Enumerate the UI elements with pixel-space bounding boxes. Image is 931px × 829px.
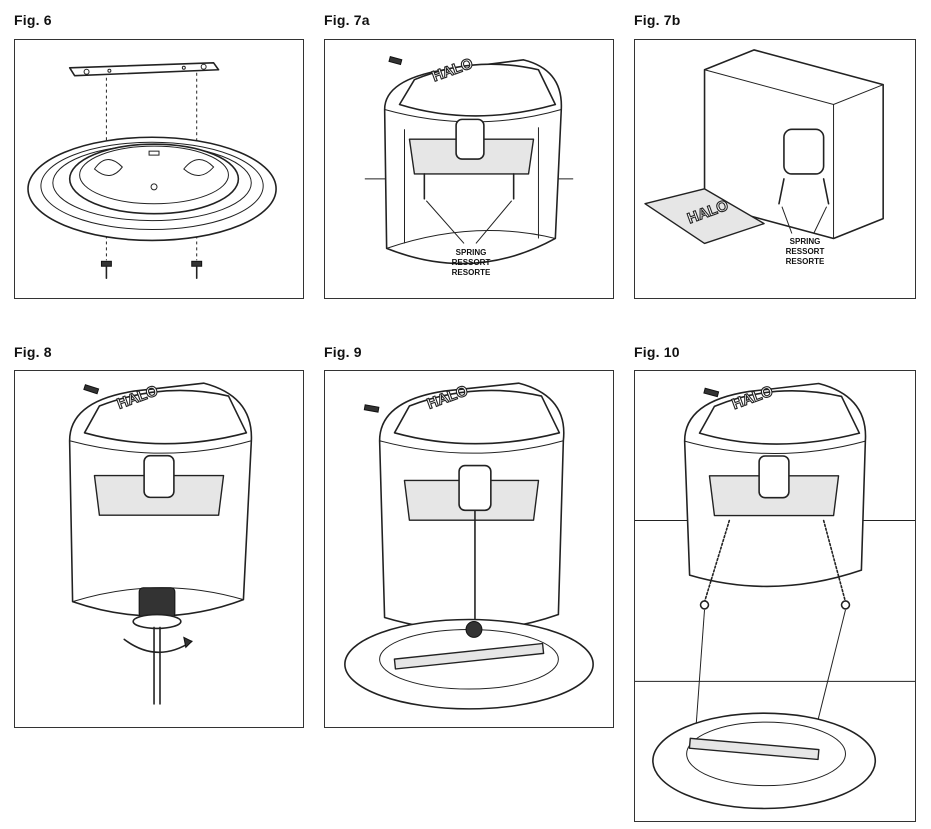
- fig-7a-panel: HALO SPRING RESSORT RESORTE: [324, 39, 614, 299]
- fig-10-illustration: HALO: [635, 382, 915, 810]
- fig-8-illustration: HALO: [68, 382, 253, 705]
- fig-7a-spring-callout: SPRING RESSORT RESORTE: [441, 248, 501, 278]
- fig-7a-illustration: HALO: [364, 55, 574, 265]
- fig-9-panel: HALO: [324, 370, 614, 728]
- fig-7b-label: Fig. 7b: [634, 12, 681, 28]
- fig-7b-spring-callout: SPRING RESSORT RESORTE: [775, 237, 835, 267]
- fig-10-label: Fig. 10: [634, 344, 680, 360]
- fig-6-label: Fig. 6: [14, 12, 52, 28]
- fig-6-illustration: [27, 62, 277, 279]
- fig-9-illustration: HALO: [344, 382, 594, 710]
- fig-9-label: Fig. 9: [324, 344, 362, 360]
- fig-7b-callout-es: RESORTE: [785, 257, 825, 266]
- fig-6-panel: [14, 39, 304, 299]
- fig-7b-callout-en: SPRING: [789, 237, 821, 246]
- fig-7b-panel: HALO SPRING RESSORT RESORTE: [634, 39, 916, 299]
- fig-7b-illustration: HALO: [644, 49, 884, 245]
- fig-7a-callout-es: RESORTE: [451, 268, 491, 277]
- fig-7a-callout-fr: RESSORT: [451, 258, 491, 267]
- fig-8-label: Fig. 8: [14, 344, 52, 360]
- fig-10-panel: HALO: [634, 370, 916, 822]
- fig-7a-callout-en: SPRING: [455, 248, 487, 257]
- fig-7a-label: Fig. 7a: [324, 12, 370, 28]
- fig-8-panel: HALO: [14, 370, 304, 728]
- fig-7b-callout-fr: RESSORT: [785, 247, 825, 256]
